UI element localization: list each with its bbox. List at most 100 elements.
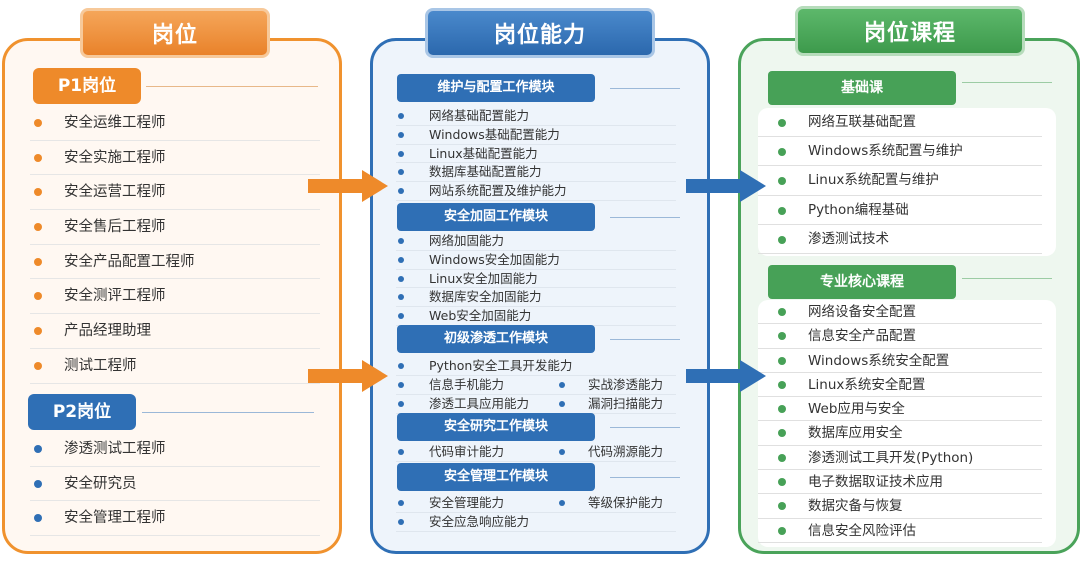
ability-item: Python安全工具开发能力 [396, 357, 676, 376]
item-label: Windows安全加固能力 [429, 251, 560, 267]
ability-item: 数据库基础配置能力 [396, 163, 676, 183]
item-label: 渗透测试工具开发(Python) [808, 449, 974, 466]
p1-divider [146, 86, 318, 87]
item-label: 安全测评工程师 [64, 288, 166, 305]
basic-course-tag: 基础课 [768, 71, 956, 105]
bullet-icon [34, 479, 42, 488]
bullet-icon [398, 313, 404, 320]
module-basic-pentest: 初级渗透工作模块 [397, 325, 595, 353]
bullet-icon [398, 518, 404, 525]
bullet-icon [559, 382, 565, 388]
item-label: 数据灾备与恢复 [808, 498, 903, 515]
module-divider [610, 427, 680, 428]
ability-item: 数据库安全加固能力 [396, 288, 676, 308]
bullet-icon [34, 445, 42, 453]
module-divider [610, 477, 680, 478]
core-course-card: 网络设备安全配置信息安全产品配置 Windows系统安全配置 Linux系统安全配置… [758, 300, 1056, 547]
item-label: Linux系统安全配置 [808, 376, 926, 393]
module-pentest-list: Python安全工具开发能力 [396, 357, 676, 376]
bullet-icon [34, 361, 42, 370]
course-item: 渗透测试工具开发(Python) [758, 446, 1042, 471]
ability-item: Linux基础配置能力 [396, 145, 676, 164]
item-label: 漏洞扫描能力 [588, 395, 664, 411]
item-label: 信息安全风险评估 [808, 522, 916, 539]
item-label: 数据库应用安全 [808, 425, 903, 442]
bullet-icon [398, 131, 404, 138]
position-item: 安全运营工程师 [30, 175, 320, 211]
item-label: Linux基础配置能力 [429, 145, 538, 161]
bullet-icon [398, 400, 404, 407]
course-item: Web应用与安全 [758, 397, 1042, 422]
bullet-icon [778, 356, 786, 365]
item-label: 网络加固能力 [429, 233, 505, 248]
course-item: Windows系统安全配置 [758, 349, 1042, 373]
course-item: 数据库应用安全 [758, 421, 1042, 446]
core-course-tag: 专业核心课程 [768, 265, 956, 299]
courses-title: 岗位课程 [795, 6, 1025, 56]
item-label: 产品经理助理 [64, 323, 151, 340]
item-label: Python安全工具开发能力 [429, 358, 573, 373]
bullet-icon [34, 327, 42, 336]
bullet-icon [778, 206, 786, 215]
bullet-icon [398, 150, 404, 157]
ability-item: 实战渗透能力 [556, 376, 676, 395]
bullet-icon [34, 257, 42, 266]
module-maintenance-list: 网络基础配置能力 Windows基础配置能力 Linux基础配置能力数据库基础配置能… [396, 107, 676, 201]
item-label: 安全产品配置工程师 [64, 253, 195, 270]
abilities-title: 岗位能力 [425, 8, 655, 58]
module-research-grid: 代码审计能力 代码溯源能力 [396, 443, 676, 462]
item-label: 网站系统配置及维护能力 [429, 183, 567, 199]
item-label: 网络设备安全配置 [808, 304, 916, 320]
bullet-icon [398, 275, 404, 282]
ability-item: 漏洞扫描能力 [556, 395, 676, 414]
item-label: 数据库安全加固能力 [429, 289, 542, 305]
item-label: 代码溯源能力 [588, 444, 664, 459]
core-course-divider [962, 278, 1052, 279]
position-item: 安全研究员 [30, 467, 320, 502]
item-label: 安全运营工程师 [64, 184, 166, 201]
course-item: 信息安全产品配置 [758, 324, 1042, 349]
bullet-icon [778, 380, 786, 389]
ability-item: 网络基础配置能力 [396, 107, 676, 126]
item-label: 安全运维工程师 [64, 115, 166, 131]
module-security-hardening: 安全加固工作模块 [397, 203, 595, 231]
course-item: Windows系统配置与维护 [758, 137, 1042, 167]
positions-panel [2, 38, 342, 554]
bullet-icon [34, 188, 42, 197]
course-item: Python编程基础 [758, 196, 1042, 225]
bullet-icon [398, 256, 404, 263]
item-label: 安全管理工程师 [64, 510, 166, 527]
arrow-right-icon [686, 360, 766, 392]
item-label: 信息安全产品配置 [808, 328, 916, 345]
item-label: Windows基础配置能力 [429, 126, 560, 142]
bullet-icon [778, 119, 786, 127]
ability-item: Windows安全加固能力 [396, 251, 676, 270]
ability-item: 网络加固能力 [396, 232, 676, 251]
module-divider [610, 88, 680, 89]
bullet-icon [778, 405, 786, 414]
item-label: 安全研究员 [64, 475, 137, 492]
course-item: 网络互联基础配置 [758, 108, 1042, 138]
ability-item: 渗透工具应用能力 [396, 395, 556, 414]
position-item: 安全管理工程师 [30, 501, 320, 537]
arrow-right-icon [686, 170, 766, 202]
item-label: 网络基础配置能力 [429, 108, 530, 123]
bullet-icon [34, 514, 42, 523]
position-item: 安全售后工程师 [30, 210, 320, 245]
bullet-icon [778, 453, 786, 462]
bullet-icon [559, 500, 565, 506]
item-label: 代码审计能力 [429, 444, 505, 459]
item-label: 渗透测试工程师 [64, 441, 166, 457]
ability-item: Windows基础配置能力 [396, 126, 676, 145]
item-label: Web应用与安全 [808, 401, 905, 418]
bullet-icon [559, 400, 565, 407]
course-item: Linux系统配置与维护 [758, 166, 1042, 196]
item-label: 等级保护能力 [588, 495, 664, 510]
bullet-icon [34, 153, 42, 162]
p2-divider [142, 412, 314, 413]
bullet-icon [778, 308, 786, 316]
item-label: 网络互联基础配置 [808, 114, 916, 130]
bullet-icon [34, 292, 42, 301]
